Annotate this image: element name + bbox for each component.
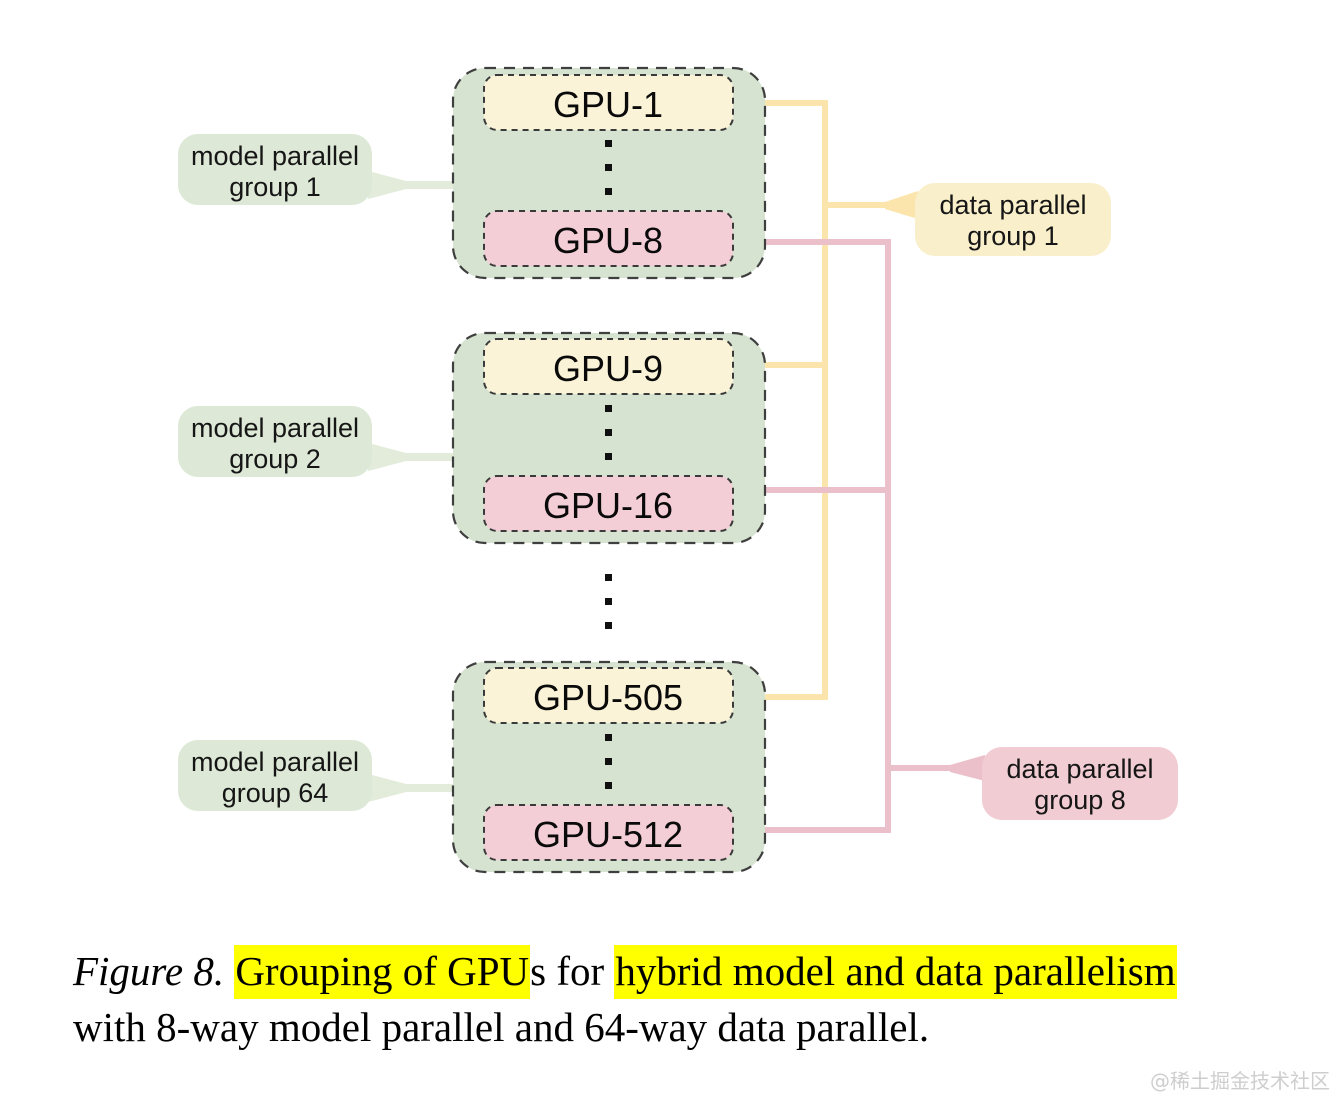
caption-highlight-2: hybrid model and data parallelism: [614, 945, 1177, 999]
caption-figure-number: Figure 8.: [73, 948, 225, 994]
model-group1-connector: [368, 171, 455, 199]
ellipsis-dot: [605, 782, 612, 789]
model-group64-connector: [368, 774, 455, 802]
yellow-label-tab: [885, 191, 918, 219]
pink-label-tab: [950, 755, 985, 781]
caption-line-2: with 8-way model parallel and 64-way dat…: [73, 1004, 930, 1050]
ellipsis-dot: [605, 758, 612, 765]
gpu-505-node: [483, 667, 734, 724]
caption-plain-1: s for: [530, 948, 615, 994]
data-parallel-group-8-label-line2: group 8: [1034, 785, 1126, 815]
ellipsis-dot: [605, 188, 612, 195]
ellipsis-dot: [605, 574, 612, 581]
model-parallel-group-64-label-line1: model parallel: [191, 747, 359, 777]
pink-connector-line: [730, 239, 891, 833]
ellipsis-dot: [605, 405, 612, 412]
model-parallel-group-1-label-box: [178, 134, 372, 205]
gpu-1-label: GPU-1: [553, 84, 663, 125]
model-parallel-group-2-label-line1: model parallel: [191, 413, 359, 443]
watermark-text: @稀土掘金技术社区: [1150, 1069, 1330, 1093]
model-parallel-group-2-label-line2: group 2: [229, 444, 321, 474]
gpu-8-label: GPU-8: [553, 220, 663, 261]
model-parallel-group-64-label-line2: group 64: [222, 778, 329, 808]
ellipsis-dot: [605, 453, 612, 460]
ellipsis-dot: [605, 598, 612, 605]
data-parallel-group-1-label-box: [915, 183, 1111, 256]
ellipsis-dot: [605, 429, 612, 436]
caption-line-1: Figure 8. Grouping of GPUs for hybrid mo…: [73, 943, 1323, 999]
ellipsis-dot: [605, 622, 612, 629]
gpu-1-node: [483, 74, 734, 131]
model-parallel-group-64-label-box: [178, 740, 372, 811]
gpu-9-label: GPU-9: [553, 348, 663, 389]
model-parallel-group-1-label-line2: group 1: [229, 172, 321, 202]
data-parallel-group-8-label-box: [982, 747, 1178, 820]
gpu-512-node: [483, 804, 734, 861]
ellipsis-dot: [605, 140, 612, 147]
data-parallel-group-1-label-line1: data parallel: [939, 190, 1086, 220]
ellipsis-dot: [605, 734, 612, 741]
model-group2-connector: [368, 443, 455, 471]
gpu-16-label: GPU-16: [543, 485, 673, 526]
ellipsis-dot: [605, 164, 612, 171]
gpu-505-label: GPU-505: [533, 677, 683, 718]
data-parallel-group-1-label-line2: group 1: [967, 221, 1059, 251]
model-parallel-group-2-label-box: [178, 406, 372, 477]
gpu-grouping-diagram: GPU-1 GPU-8 GPU-9 GPU-16 GPU-505 GPU-512…: [178, 66, 1178, 874]
caption-highlight-1: Grouping of GPU: [234, 945, 531, 999]
gpu-16-node: [483, 475, 734, 532]
gpu-9-node: [483, 338, 734, 395]
figure-caption: Figure 8. Grouping of GPUs for hybrid mo…: [73, 943, 1323, 1055]
yellow-connector-line: [730, 100, 828, 700]
model-parallel-group-1-label-line1: model parallel: [191, 141, 359, 171]
gpu-512-label: GPU-512: [533, 814, 683, 855]
data-parallel-group-8-label-line1: data parallel: [1006, 754, 1153, 784]
gpu-8-node: [483, 210, 734, 267]
